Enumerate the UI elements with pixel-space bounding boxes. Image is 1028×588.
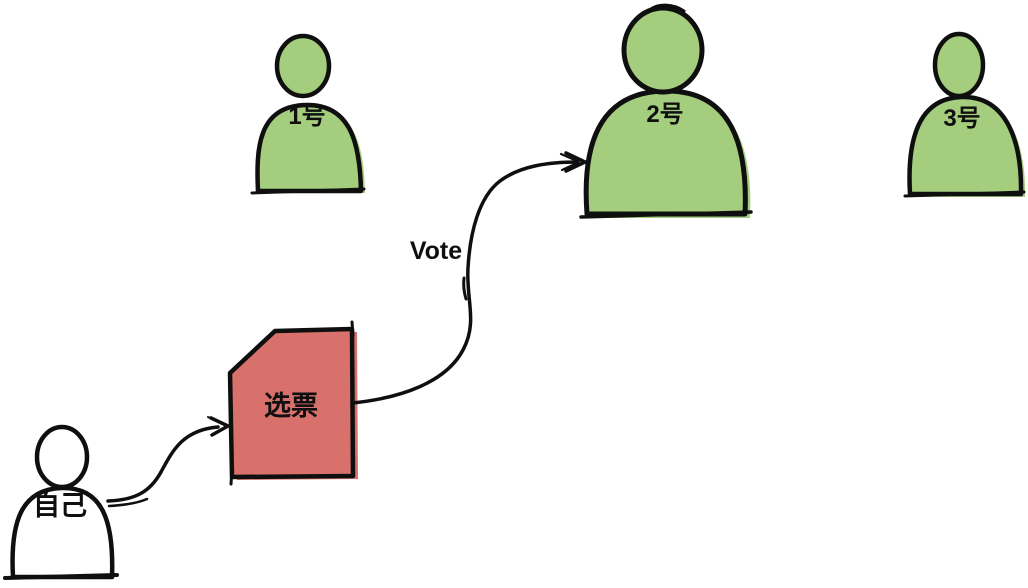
candidate-2-head: [621, 5, 705, 95]
arrow-ballot-to-candidate-2: Vote: [350, 151, 587, 405]
ballot-label: 选票: [264, 391, 318, 421]
ballot-corner-tick-bottom: [229, 467, 234, 486]
arrow-vote-line: [350, 160, 580, 405]
arrow-vote-restroke: [462, 276, 468, 301]
candidate-1-body-bottom-restroke: [250, 187, 366, 195]
candidate-1-figure: 1号: [250, 33, 366, 195]
arrow-self-to-ballot-head-restroke: [207, 416, 222, 424]
candidate-3-figure: 3号: [903, 31, 1026, 198]
candidate-1-head: [274, 33, 332, 99]
arrow-vote-head-icon: [564, 151, 587, 173]
self-figure: 自己: [3, 424, 119, 580]
candidate-2-label: 2号: [646, 101, 683, 128]
self-head: [34, 424, 90, 490]
arrow-self-to-ballot-line: [106, 425, 220, 503]
candidate-3-head: [932, 31, 986, 99]
candidate-2-body-bottom-restroke: [579, 210, 753, 219]
candidate-1-label: 1号: [288, 103, 325, 130]
vote-label: Vote: [410, 237, 462, 265]
self-label: 自己: [33, 490, 87, 521]
arrow-self-to-ballot-restroke: [107, 497, 149, 508]
arrow-vote-head-inner-chevron: [559, 152, 579, 172]
ballot-body: [227, 326, 356, 480]
arrow-self-to-ballot: [106, 416, 230, 508]
candidate-3-label: 3号: [943, 105, 980, 132]
candidate-2-head-pen-tail: [649, 3, 686, 13]
self-body-bottom-restroke: [3, 573, 119, 580]
ballot-corner-tick-top: [350, 320, 355, 337]
ballot-shape: 选票: [227, 320, 358, 486]
candidate-3-body-bottom-restroke: [903, 190, 1026, 198]
candidate-2-figure: 2号: [579, 3, 753, 219]
candidate-1-body: [255, 102, 364, 194]
